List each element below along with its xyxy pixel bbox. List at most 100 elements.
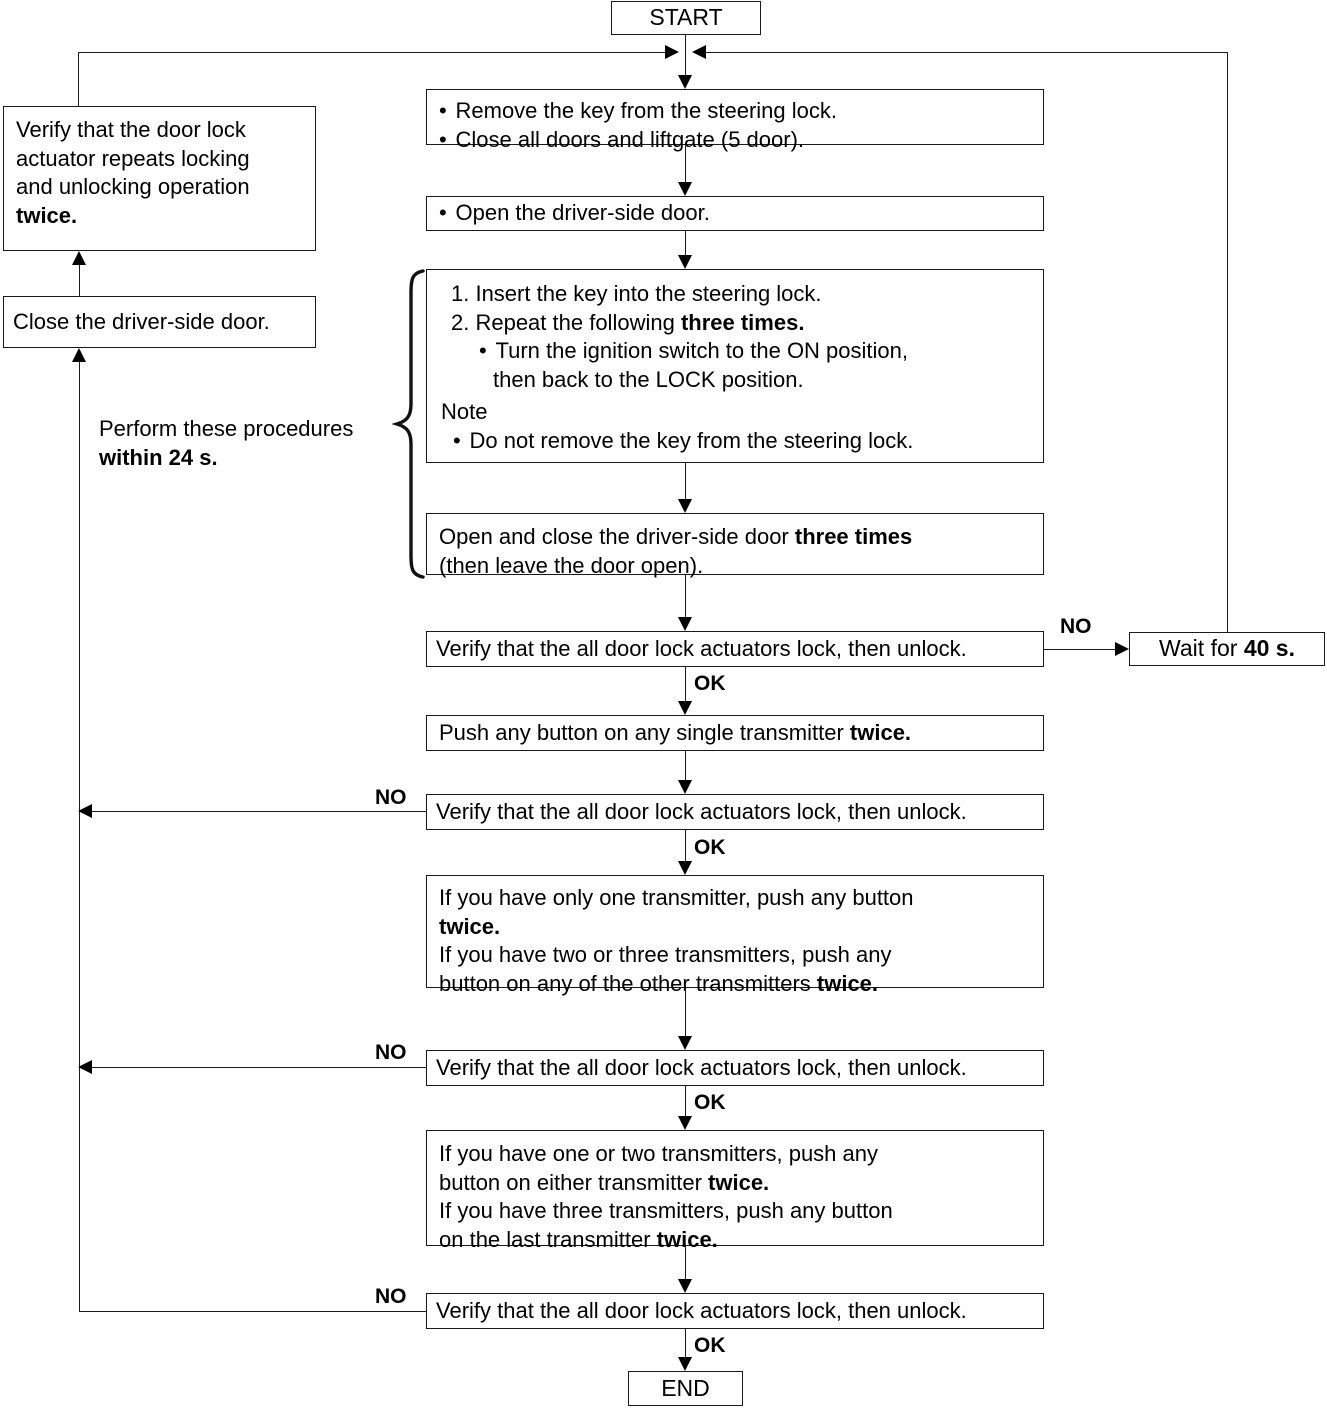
arrow-to-verify-2 (678, 780, 692, 794)
arrow-to-insert-key (678, 255, 692, 269)
open-close-line-2: (then leave the door open). (439, 552, 704, 578)
connector-verify2-no (92, 811, 426, 812)
remove-key-line-2: •Close all doors and liftgate (5 door). (439, 126, 1033, 155)
insert-key-note-text: •Do not remove the key from the steering… (439, 427, 1033, 456)
connector-verify2-ok (685, 830, 686, 861)
verify-actuator-line-3: and unlocking operation (16, 174, 250, 200)
connector-verify4-no (79, 1311, 426, 1312)
verify-1-text: Verify that the all door lock actuators … (436, 635, 967, 661)
connector-transa-to-verify3 (685, 988, 686, 1036)
arrow-to-wait-40s (1115, 642, 1129, 656)
start-label: START (649, 4, 723, 31)
arrow-to-transmitters-b (678, 1116, 692, 1130)
bullet-icon: • (439, 126, 447, 152)
verify-actuator-line-2: actuator repeats locking (16, 145, 250, 171)
perform-within-line-2: within 24 s. (99, 444, 218, 470)
edge-label-no-3: NO (375, 1041, 407, 1064)
transmitters-a-line-1: If you have only one transmitter, push a… (439, 885, 914, 910)
arrow-to-transmitters-a (678, 861, 692, 875)
node-verify-actuator-twice: Verify that the door lock actuator repea… (3, 106, 316, 251)
edge-label-ok-2: OK (694, 836, 726, 859)
connector-verify4-ok (685, 1329, 686, 1357)
connector-verify3-ok (685, 1086, 686, 1116)
connector-transb-to-verify4 (685, 1246, 686, 1279)
arrow-to-open-close-door (678, 499, 692, 513)
connector-top-junction-left (78, 52, 668, 53)
transmitters-b-line-3: If you have three transmitters, push any… (439, 1198, 893, 1224)
arrow-into-junction-from-right (692, 45, 706, 59)
arrow-to-remove-key (678, 75, 692, 89)
connector-verify-actuator-riser (78, 52, 79, 106)
arrow-to-verify-1 (678, 617, 692, 631)
arrow-into-junction-from-left (665, 45, 679, 59)
connector-start-down (685, 35, 686, 53)
grouping-brace-icon (392, 269, 425, 579)
bullet-icon: • (439, 200, 447, 226)
bullet-icon: • (453, 427, 461, 453)
arrow-to-push-single (678, 701, 692, 715)
node-transmitters-b: If you have one or two transmitters, pus… (426, 1130, 1044, 1252)
bullet-icon: • (479, 338, 487, 364)
node-end: END (628, 1371, 743, 1406)
node-wait-40s: Wait for 40 s. (1129, 632, 1325, 666)
insert-key-step-2: 2. Repeat the following three times. (451, 309, 805, 335)
connector-remove-to-open (685, 145, 686, 182)
edge-label-no-4: NO (375, 1285, 407, 1308)
transmitters-a-line-2: twice. (439, 913, 501, 939)
arrow-to-close-driver-door (72, 348, 86, 362)
transmitters-b-line-1: If you have one or two transmitters, pus… (439, 1141, 879, 1166)
arrow-to-verify-actuator (72, 251, 86, 265)
connector-left-riser (79, 362, 80, 1312)
connector-openclose-to-verify1 (685, 575, 686, 617)
arrow-verify3-no-to-left-riser (78, 1060, 92, 1074)
transmitters-b-line-4: on the last transmitter twice. (439, 1226, 718, 1252)
connector-junction-to-remove-key (685, 52, 686, 75)
node-start: START (611, 1, 761, 35)
insert-key-step-1: 1. Insert the key into the steering lock… (451, 281, 822, 306)
node-open-door: •Open the driver-side door. (426, 196, 1044, 231)
connector-top-junction-right (706, 52, 1227, 53)
node-verify-1: Verify that the all door lock actuators … (426, 631, 1044, 667)
edge-label-no-1: NO (1060, 615, 1092, 638)
verify-3-text: Verify that the all door lock actuators … (436, 1054, 967, 1080)
insert-key-note-label: Note (441, 399, 488, 425)
verify-actuator-line-4: twice. (16, 202, 78, 228)
insert-key-substep-2: then back to the LOCK position. (493, 366, 804, 392)
node-remove-key: •Remove the key from the steering lock. … (426, 89, 1044, 152)
open-door-line: •Open the driver-side door. (439, 199, 710, 228)
bullet-icon: • (439, 98, 447, 123)
node-close-driver-door: Close the driver-side door. (3, 296, 316, 348)
verify-4-text: Verify that the all door lock actuators … (436, 1297, 967, 1323)
connector-closedoor-to-verifyactuator (79, 265, 80, 296)
node-transmitters-a: If you have only one transmitter, push a… (426, 875, 1044, 996)
edge-label-no-2: NO (375, 786, 407, 809)
arrow-to-verify-3 (678, 1036, 692, 1050)
arrow-to-end (678, 1357, 692, 1371)
node-insert-key: 1. Insert the key into the steering lock… (426, 269, 1044, 463)
insert-key-substep-1: •Turn the ignition switch to the ON posi… (439, 337, 1033, 366)
verify-2-text: Verify that the all door lock actuators … (436, 798, 967, 824)
connector-verify3-no (92, 1067, 426, 1068)
connector-insert-to-openclose (685, 463, 686, 499)
close-door-text: Close the driver-side door. (13, 308, 270, 334)
transmitters-a-line-3: If you have two or three transmitters, p… (439, 942, 892, 968)
connector-wait40-riser (1227, 52, 1228, 633)
remove-key-line-1: •Remove the key from the steering lock. (439, 97, 1033, 126)
open-close-line-1: Open and close the driver-side door thre… (439, 524, 913, 549)
transmitters-a-line-4: button on any of the other transmitters … (439, 970, 879, 996)
node-verify-4: Verify that the all door lock actuators … (426, 1293, 1044, 1329)
transmitters-b-line-2: button on either transmitter twice. (439, 1169, 770, 1195)
wait-40s-text: Wait for 40 s. (1159, 635, 1295, 662)
edge-label-ok-3: OK (694, 1091, 726, 1114)
edge-label-ok-1: OK (694, 672, 726, 695)
connector-push-to-verify2 (685, 751, 686, 780)
edge-label-ok-4: OK (694, 1334, 726, 1357)
arrow-to-verify-4 (678, 1279, 692, 1293)
node-verify-3: Verify that the all door lock actuators … (426, 1050, 1044, 1086)
connector-open-to-insert (685, 231, 686, 255)
arrow-to-open-door (678, 182, 692, 196)
end-label: END (661, 1374, 710, 1401)
arrow-verify2-no-to-left-riser (78, 804, 92, 818)
verify-actuator-line-1: Verify that the door lock (16, 117, 246, 142)
